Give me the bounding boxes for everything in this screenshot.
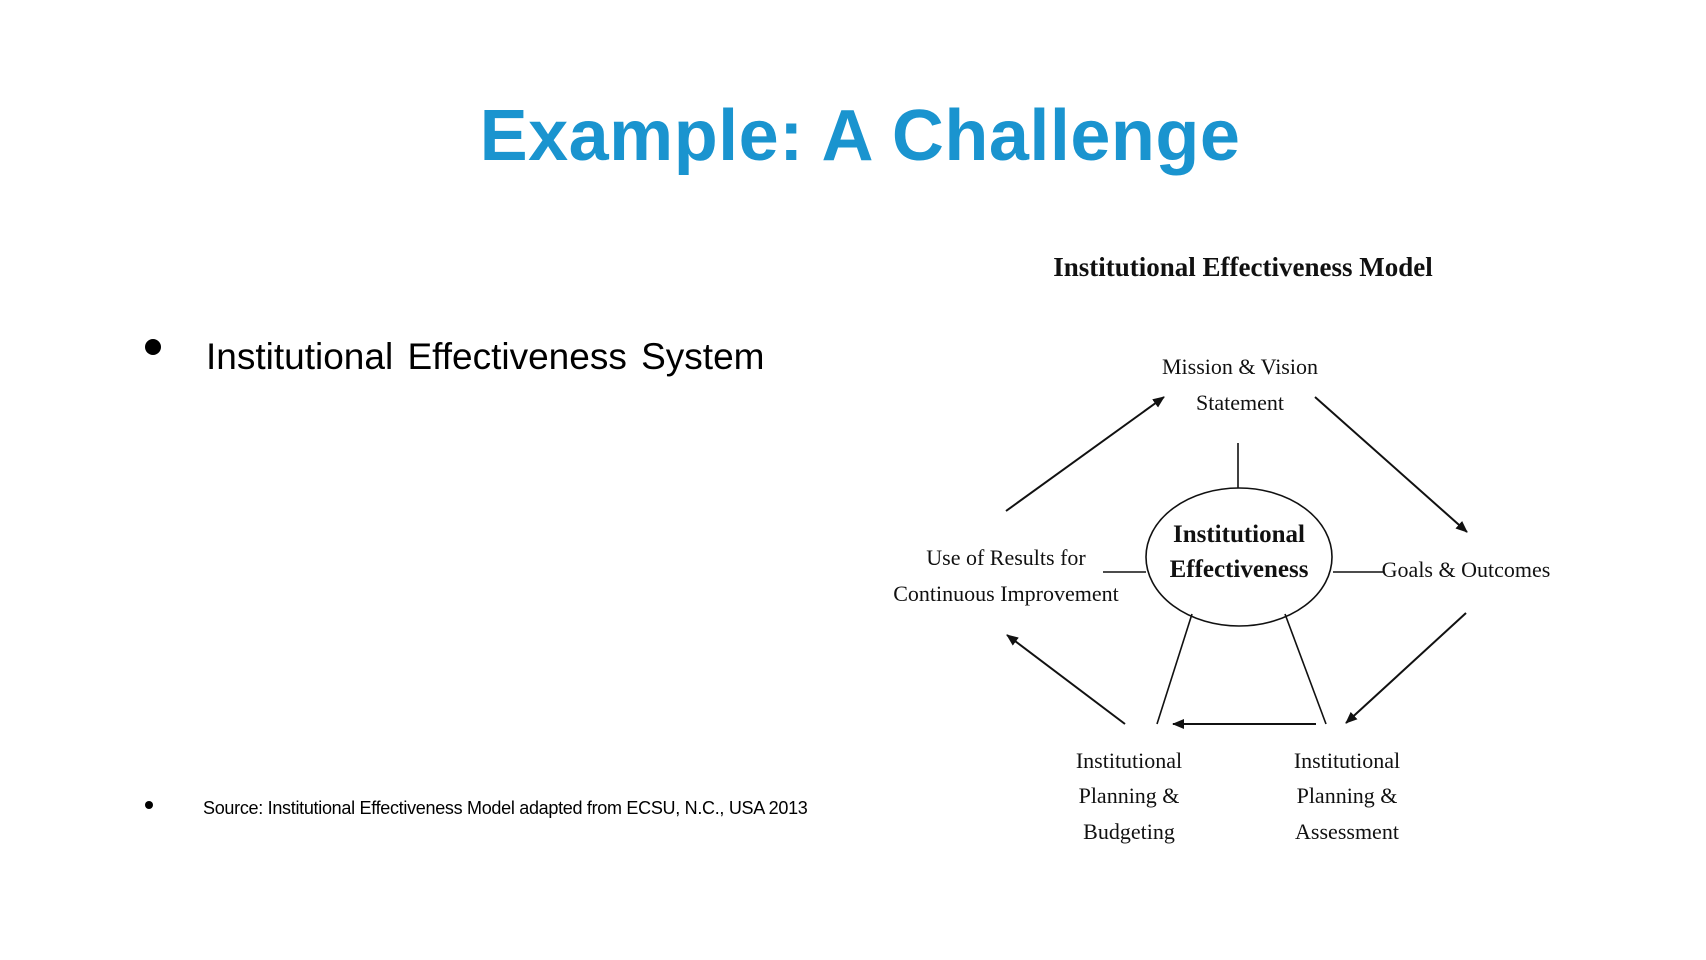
bullet-item-source: Source: Institutional Effectiveness Mode… bbox=[145, 798, 808, 819]
center-ellipse bbox=[1145, 487, 1333, 627]
svg-text:Continuous Improvement: Continuous Improvement bbox=[893, 581, 1118, 606]
bullet-item-main: Institutional Effectiveness System bbox=[145, 336, 764, 378]
arrow-results-to-mission bbox=[1005, 396, 1165, 512]
connector-lines bbox=[1103, 443, 1383, 725]
center-label-line2: Effectiveness bbox=[1170, 556, 1309, 583]
source-citation: Source: Institutional Effectiveness Mode… bbox=[203, 798, 808, 818]
node-mission-vision: Mission & Vision Statement bbox=[1162, 354, 1318, 415]
connector-assessment bbox=[1284, 613, 1327, 725]
svg-text:Institutional: Institutional bbox=[1076, 748, 1182, 773]
bullet-dot-icon bbox=[145, 800, 153, 809]
svg-text:Assessment: Assessment bbox=[1295, 819, 1399, 844]
connector-budgeting bbox=[1156, 613, 1193, 725]
svg-text:Planning &: Planning & bbox=[1297, 783, 1398, 808]
model-title: Institutional Effectiveness Model bbox=[1053, 252, 1433, 282]
bullet-text-main: Institutional Effectiveness System bbox=[206, 336, 765, 377]
svg-text:Planning &: Planning & bbox=[1079, 783, 1180, 808]
cycle-arrows bbox=[1005, 396, 1468, 729]
node-goals-outcomes: Goals & Outcomes bbox=[1382, 557, 1551, 582]
arrow-goals-to-assessment bbox=[1345, 612, 1467, 724]
node-use-of-results: Use of Results for Continuous Improvemen… bbox=[893, 545, 1118, 606]
center-label-line1: Institutional bbox=[1173, 521, 1305, 548]
arrow-mission-to-goals bbox=[1314, 396, 1468, 533]
svg-text:Budgeting: Budgeting bbox=[1083, 819, 1175, 844]
bullet-dot-icon bbox=[145, 339, 161, 355]
node-planning-budgeting: Institutional Planning & Budgeting bbox=[1076, 748, 1182, 844]
svg-text:Institutional: Institutional bbox=[1294, 748, 1400, 773]
svg-text:Use of Results for: Use of Results for bbox=[926, 545, 1086, 570]
slide-title: Example: A Challenge bbox=[479, 96, 1241, 176]
arrow-budgeting-to-results bbox=[1006, 634, 1126, 725]
node-planning-assessment: Institutional Planning & Assessment bbox=[1294, 748, 1400, 844]
svg-text:Mission & Vision: Mission & Vision bbox=[1162, 354, 1318, 379]
center-node: Institutional Effectiveness bbox=[1145, 487, 1333, 627]
svg-text:Statement: Statement bbox=[1196, 390, 1284, 415]
svg-text:Goals & Outcomes: Goals & Outcomes bbox=[1382, 557, 1551, 582]
